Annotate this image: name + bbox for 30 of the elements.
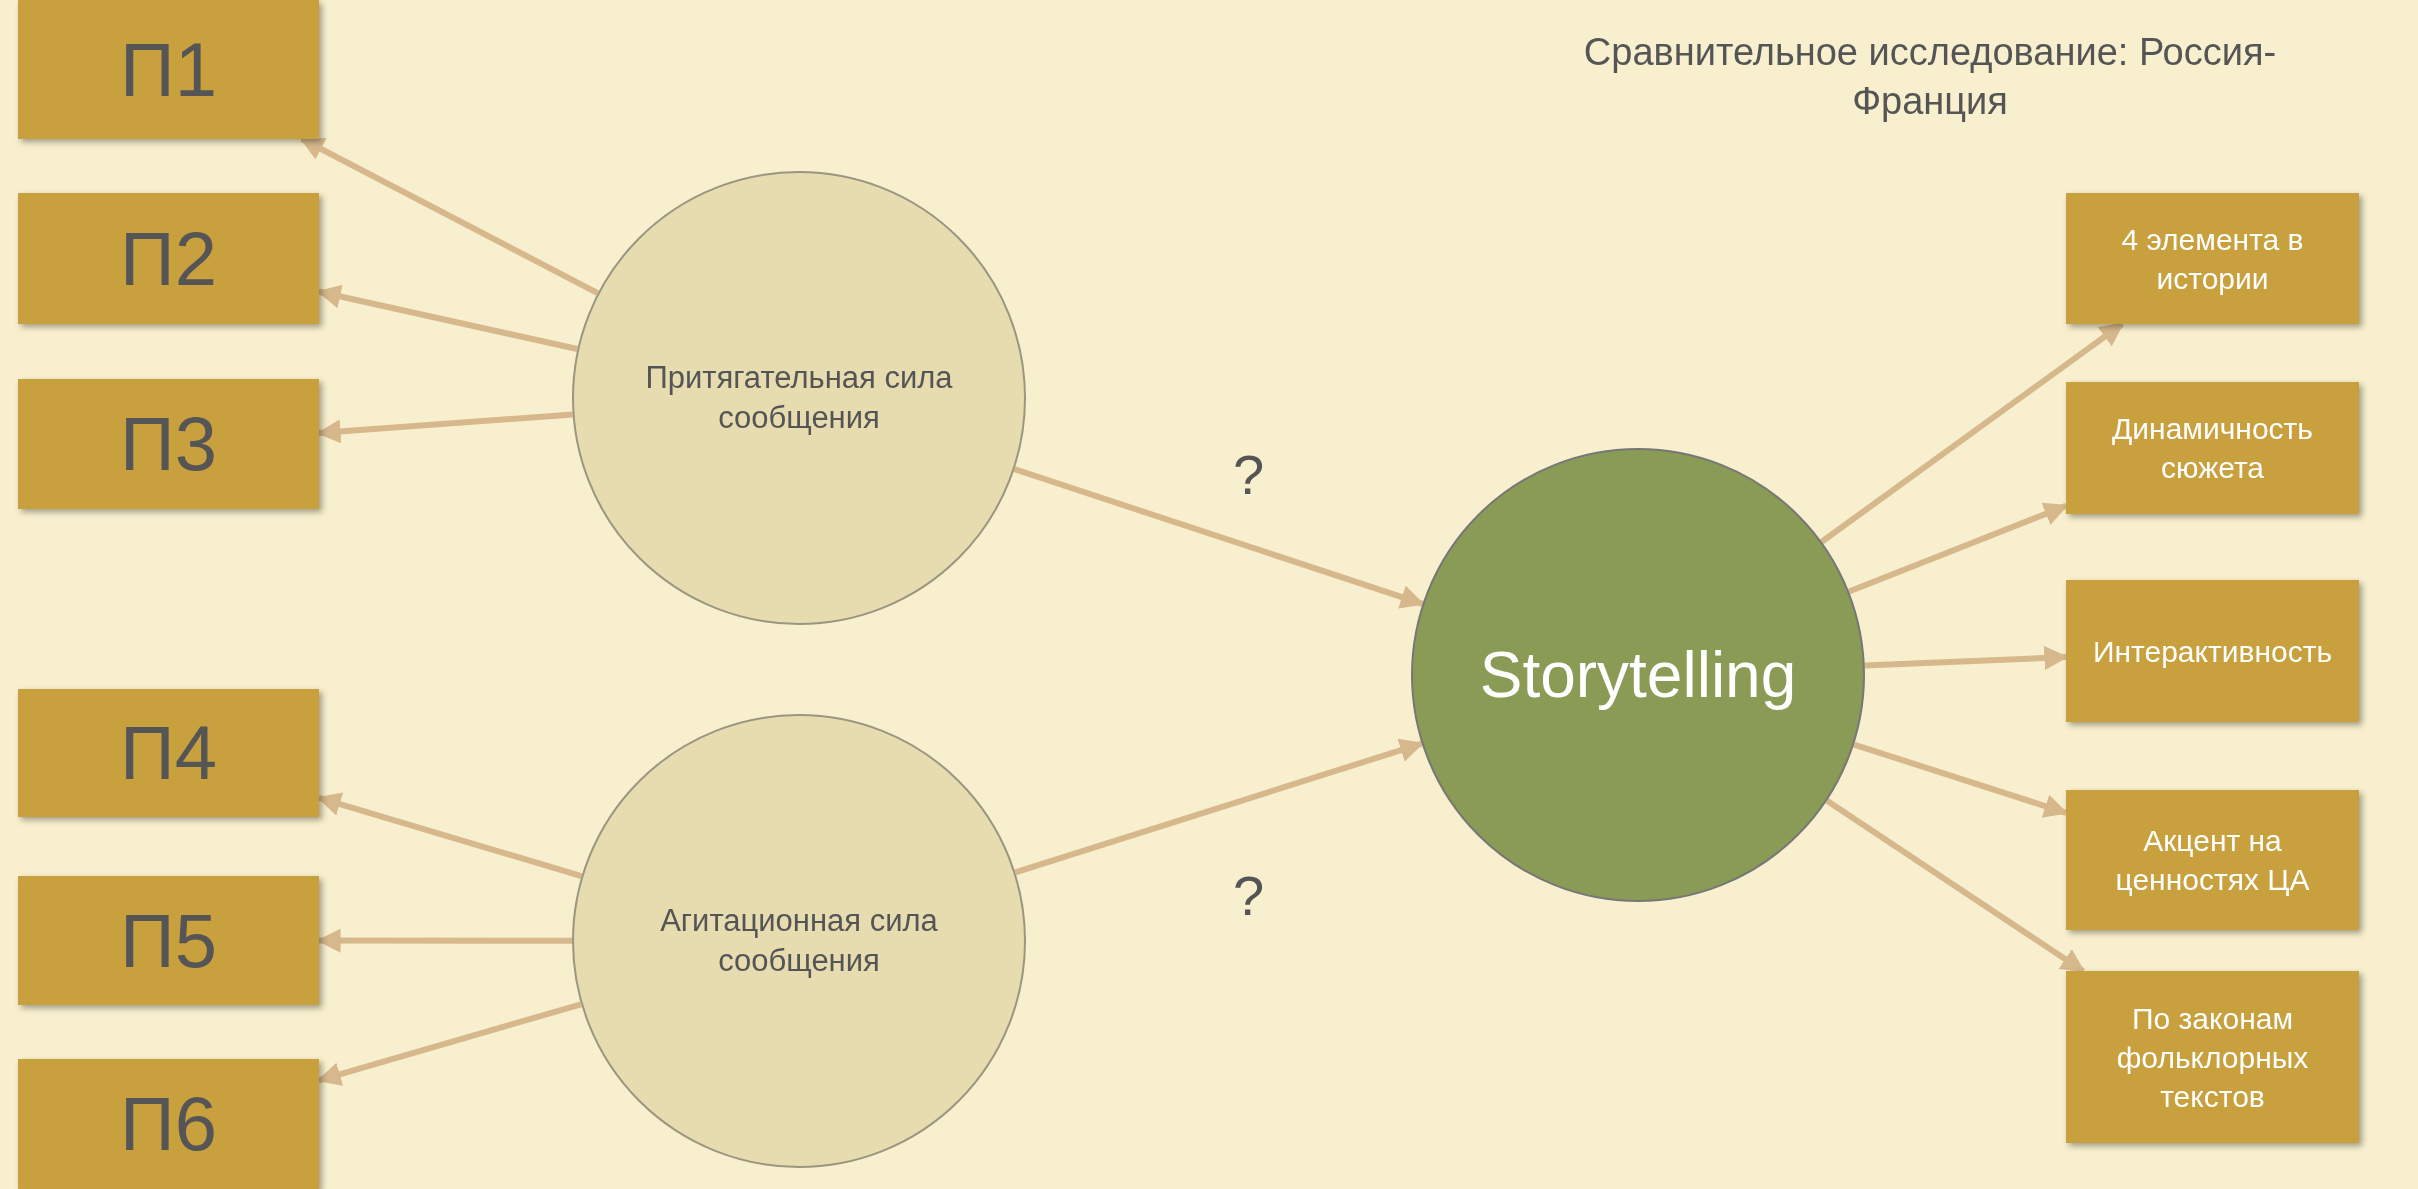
label-box — [2066, 382, 2359, 514]
label-box — [2066, 790, 2359, 930]
label-box — [18, 0, 319, 139]
label-box — [18, 689, 319, 817]
node-label: П2 — [120, 220, 217, 297]
node-label: П5 — [120, 902, 217, 979]
label-box — [2066, 193, 2359, 324]
label-box — [18, 876, 319, 1005]
label-box — [18, 379, 319, 509]
node-label: 4 элемента в истории — [2120, 221, 2305, 297]
arrow — [299, 136, 600, 296]
label-box — [18, 193, 319, 324]
node-label: Интерактивность — [2092, 633, 2333, 670]
node-label: Динамичность сюжета — [2111, 411, 2314, 486]
arrow — [1825, 798, 2086, 974]
label-box — [2066, 580, 2359, 722]
node-label: П3 — [120, 406, 217, 482]
node-label: П1 — [120, 31, 217, 108]
node-label: Storytelling — [1479, 638, 1797, 713]
node-label: По законам фольклорных текстов — [2115, 1000, 2310, 1115]
node-label: П6 — [120, 1086, 217, 1162]
arrow — [1013, 466, 1425, 609]
label-box — [18, 1059, 319, 1189]
node-label: Притягательная сила сообщения — [644, 358, 954, 437]
arrow — [1014, 738, 1424, 876]
node-label: П4 — [120, 715, 217, 791]
label-box — [2066, 971, 2359, 1143]
node-label: Акцент на ценностях ЦА — [2114, 823, 2311, 898]
node-label: Агитационная сила сообщения — [659, 901, 939, 980]
title: Сравнительное исследование: Россия-Франция — [1582, 30, 2278, 125]
